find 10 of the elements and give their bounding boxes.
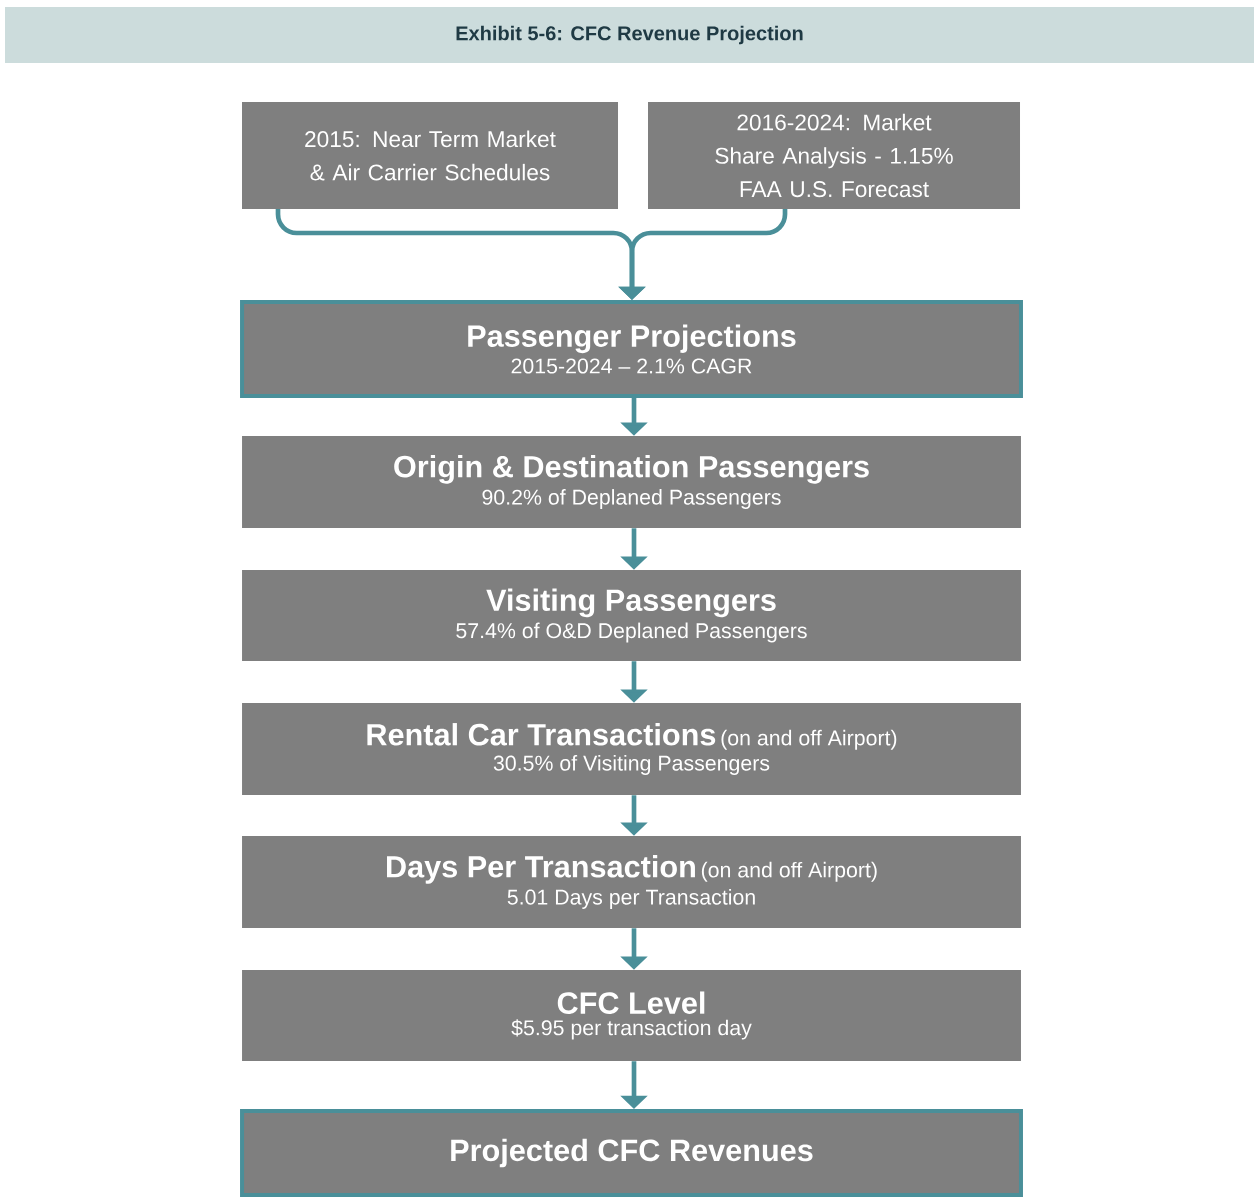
process-box: 2016-2024: Market Share Analysis - 1.15% FAA U.S. Forecast [648,102,1020,209]
process-box: Days Per Transaction (on and off Airport) 5.01 Days per Transaction [242,836,1021,928]
process-box: Projected CFC Revenues [240,1109,1023,1197]
title-banner: Exhibit 5-6: CFC Revenue Projection [5,7,1254,63]
process-box: 2015: Near Term Market & Air Carrier Schedules [242,102,618,209]
process-box: CFC Level $5.95 per transaction day [242,970,1021,1061]
process-box: Origin & Destination Passengers 90.2% of Deplaned Passengers [242,436,1021,528]
process-box: Rental Car Transactions (on and off Airport) 30.5% of Visiting Passengers [242,703,1021,795]
process-box: Visiting Passengers 57.4% of O&D Deplaned Passengers [242,570,1021,661]
process-box: Passenger Projections 2015-2024 – 2.1% CAGR [240,300,1023,398]
